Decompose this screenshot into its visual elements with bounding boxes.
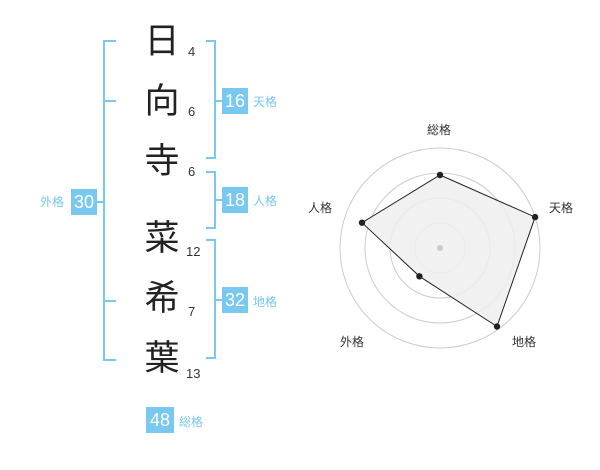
radar-label-tenkaku: 天格 <box>549 201 574 215</box>
stroke-count-1: 4 <box>188 44 196 59</box>
gaikaku-bracket <box>103 40 116 361</box>
jinkaku-value: 18 <box>222 187 248 213</box>
gaikaku-label: 外格 <box>40 195 65 209</box>
radar-label-gaikaku: 外格 <box>340 335 365 349</box>
soukaku-value: 48 <box>146 407 174 433</box>
radar-point-2 <box>531 213 539 221</box>
name-char-4: 菜 <box>144 219 180 259</box>
radar-polygon <box>361 174 536 328</box>
name-char-1: 日 <box>144 22 180 62</box>
radar-grid-ring <box>339 147 541 349</box>
jinkaku-label: 人格 <box>253 194 278 208</box>
soukaku-label: 総格 <box>179 415 204 429</box>
radar-point-3 <box>493 323 501 330</box>
tenkaku-value: 16 <box>222 88 248 114</box>
radar-point-1 <box>436 171 444 179</box>
chikaku-label: 地格 <box>253 295 278 309</box>
stroke-count-4: 12 <box>186 244 201 259</box>
name-char-2: 向 <box>144 82 180 122</box>
radar-point-4 <box>416 273 423 280</box>
stroke-count-6: 13 <box>186 366 201 381</box>
name-char-6: 葉 <box>144 339 180 379</box>
chikaku-value: 32 <box>222 287 248 313</box>
radar-label-jinkaku: 人格 <box>308 201 333 215</box>
radar-center <box>437 245 443 251</box>
name-char-5: 希 <box>144 279 180 319</box>
tenkaku-bracket <box>206 40 216 159</box>
stroke-count-3: 6 <box>188 164 196 179</box>
radar-label-chikaku: 地格 <box>512 335 537 349</box>
tenkaku-label: 天格 <box>253 95 278 109</box>
stroke-count-5: 7 <box>188 304 196 319</box>
gaikaku-value: 30 <box>71 189 97 215</box>
stroke-count-2: 6 <box>188 104 196 119</box>
radar-point-5 <box>358 219 366 226</box>
radar-label-soukaku: 総格 <box>427 123 452 137</box>
name-char-3: 寺 <box>144 142 180 182</box>
